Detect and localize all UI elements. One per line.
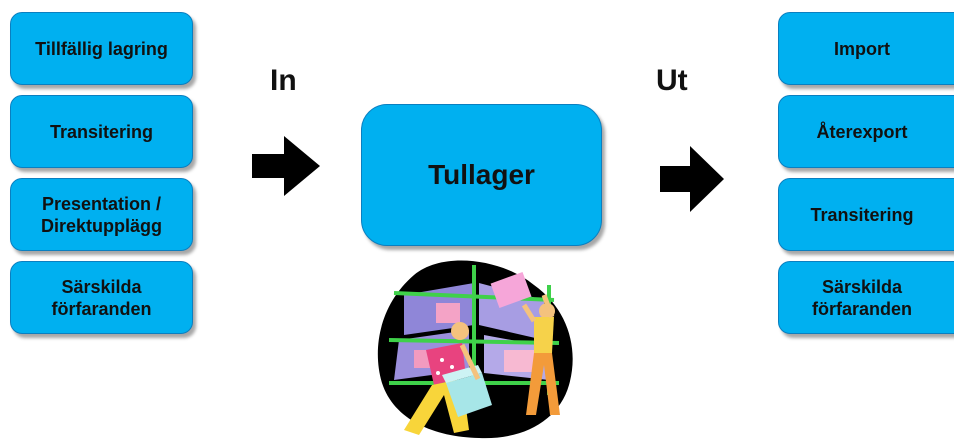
input-label: Tillfällig lagring bbox=[35, 38, 168, 59]
input-label: Särskilda förfaranden bbox=[51, 276, 152, 319]
out-label: Ut bbox=[656, 64, 688, 97]
input-box-presentation: Presentation / Direktupplägg bbox=[10, 178, 193, 251]
input-box-temporary-storage: Tillfällig lagring bbox=[10, 12, 193, 85]
input-label: Presentation / Direktupplägg bbox=[40, 193, 162, 236]
output-box-special-procedures: Särskilda förfaranden bbox=[778, 261, 954, 334]
output-label: Transitering bbox=[810, 204, 914, 225]
center-box-customs-warehouse: Tullager bbox=[361, 104, 602, 246]
arrow-right-icon bbox=[252, 136, 320, 196]
output-label: Återexport bbox=[816, 121, 908, 142]
output-label: Import bbox=[834, 38, 890, 59]
input-label: Transitering bbox=[49, 121, 154, 142]
input-box-special-procedures: Särskilda förfaranden bbox=[10, 261, 193, 334]
center-label: Tullager bbox=[428, 159, 535, 190]
input-box-transit: Transitering bbox=[10, 95, 193, 168]
output-box-reexport: Återexport bbox=[778, 95, 954, 168]
output-label: Särskilda förfaranden bbox=[811, 276, 912, 319]
arrow-right-icon bbox=[660, 146, 724, 212]
output-box-transit: Transitering bbox=[778, 178, 954, 251]
output-box-import: Import bbox=[778, 12, 954, 85]
warehouse-workers-clipart bbox=[377, 260, 573, 439]
in-label: In bbox=[270, 64, 297, 97]
